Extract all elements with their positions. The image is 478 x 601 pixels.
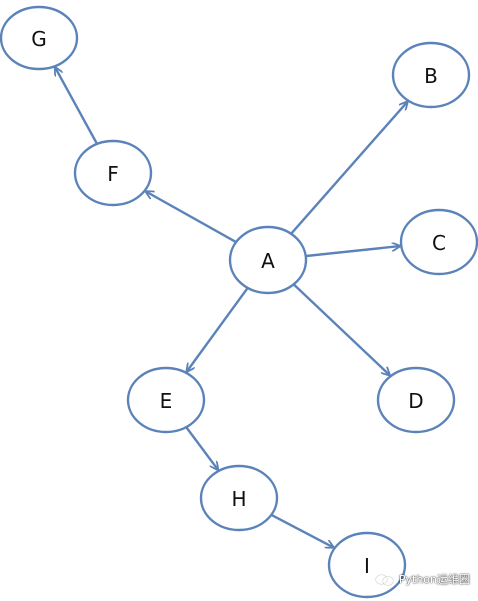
edge-e-to-h <box>185 426 218 470</box>
edge-a-to-e <box>187 287 249 371</box>
node-d-label: D <box>408 389 423 413</box>
edge-layer <box>55 68 407 548</box>
node-h-label: H <box>231 487 246 511</box>
node-a-label: A <box>261 249 275 273</box>
node-g-label: G <box>31 27 47 51</box>
edge-a-to-c <box>306 246 400 258</box>
node-b: B <box>391 41 471 109</box>
node-d: D <box>376 366 456 434</box>
node-f-label: F <box>107 162 119 186</box>
node-c-label: C <box>432 231 446 255</box>
node-c: C <box>399 208 478 276</box>
node-e-ellipse <box>126 366 206 434</box>
node-h-ellipse <box>199 464 279 532</box>
node-f-ellipse <box>73 139 153 207</box>
edge-a-to-f <box>146 192 237 243</box>
node-a: A <box>228 225 308 295</box>
node-c-ellipse <box>399 208 478 276</box>
node-e-label: E <box>160 389 173 413</box>
watermark: Python运维圈 <box>375 571 470 587</box>
node-layer: G F A B C D E H I <box>0 5 478 599</box>
node-h: H <box>199 464 279 532</box>
edge-a-to-d <box>293 283 390 375</box>
node-i: I <box>327 531 407 599</box>
node-g-ellipse <box>0 5 79 71</box>
node-a-ellipse <box>228 225 308 295</box>
node-b-ellipse <box>391 41 471 109</box>
node-g: G <box>0 5 79 71</box>
node-d-ellipse <box>376 366 456 434</box>
node-f: F <box>73 139 153 207</box>
wechat-icon <box>375 573 394 585</box>
edge-a-to-b <box>290 102 407 235</box>
edge-f-to-g <box>55 68 98 145</box>
edge-h-to-i <box>271 514 334 547</box>
node-e: E <box>126 366 206 434</box>
node-b-label: B <box>424 64 438 88</box>
node-i-label: I <box>364 554 370 578</box>
watermark-text: Python运维圈 <box>398 573 470 586</box>
